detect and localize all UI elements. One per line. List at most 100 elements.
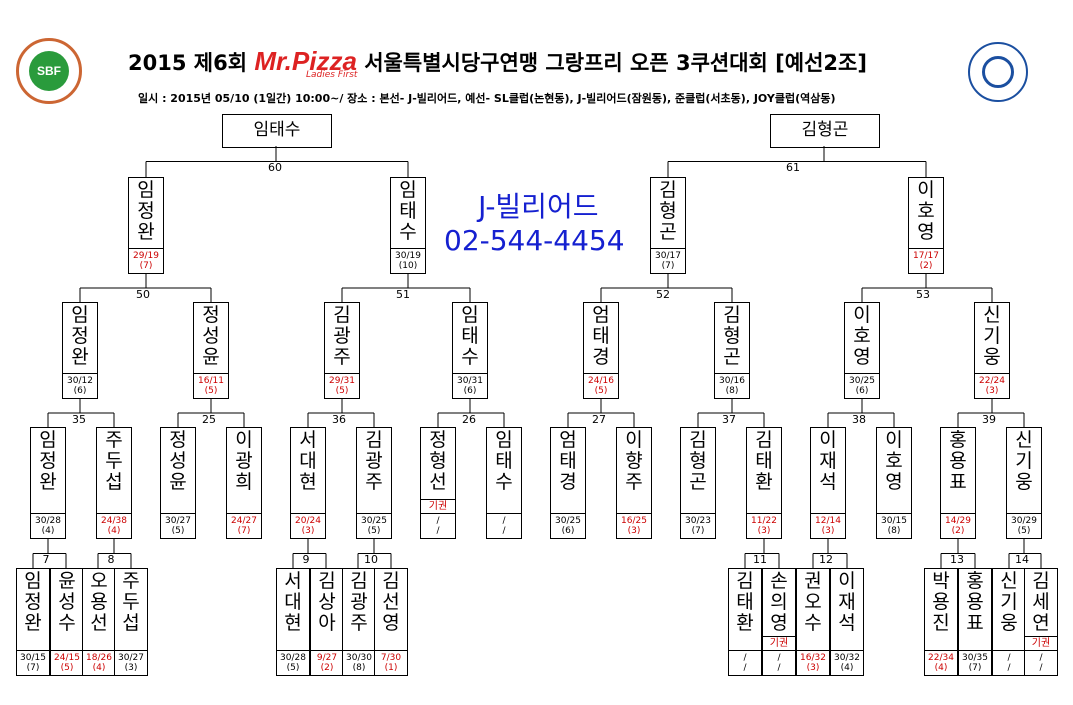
pizza-tagline: Ladies First: [306, 70, 358, 80]
player-score: 17/17(2): [909, 248, 943, 273]
player-score: //: [993, 650, 1025, 675]
match-number: 9: [302, 553, 310, 566]
player-score: 30/29(5): [1007, 513, 1041, 538]
player-score: 16/32(3): [797, 650, 829, 675]
player-score: 24/15(5): [51, 650, 83, 675]
player-score: 12/14(3): [811, 513, 845, 538]
match-number: 12: [819, 553, 833, 566]
player-score: 14/29(2): [941, 513, 975, 538]
match-number: 39: [982, 413, 996, 426]
match-number: 60: [268, 161, 282, 174]
player-score: 30/15(7): [17, 650, 49, 675]
finalist-box: 김형곤: [770, 114, 880, 148]
match-number: 51: [396, 288, 410, 301]
match-number: 50: [136, 288, 150, 301]
player-score: 18/26(4): [83, 650, 115, 675]
match-number: 27: [592, 413, 606, 426]
player-score: 29/19(7): [129, 248, 163, 273]
player-score: 24/38(4): [97, 513, 131, 538]
event-info: 일시 : 2015년 05/10 (1일간) 10:00~/ 장소 : 본선- …: [138, 92, 836, 105]
player-score: 30/31(6): [453, 373, 487, 398]
title-main: 서울특별시당구연맹 그랑프리 오픈 3쿠션대회 [예선2조]: [364, 51, 867, 75]
player-score: 30/16(8): [715, 373, 749, 398]
sponsor-ad: J-빌리어드 02-544-4454: [444, 190, 625, 258]
finalist-box: 임태수: [222, 114, 332, 148]
player-score: 30/27(3): [115, 650, 147, 675]
player-score: 24/16(5): [584, 373, 618, 398]
player-score: 11/22(3): [747, 513, 781, 538]
player-score: //: [487, 513, 521, 538]
forfeit-label: 기권: [1025, 636, 1057, 651]
player-score: //: [421, 513, 455, 538]
player-score: 30/25(6): [551, 513, 585, 538]
match-number: 25: [202, 413, 216, 426]
player-score: //: [729, 650, 761, 675]
player-score: 7/30(1): [375, 650, 407, 675]
match-number: 61: [786, 161, 800, 174]
player-score: 30/12(6): [63, 373, 97, 398]
match-number: 11: [753, 553, 767, 566]
player-score: 30/15(8): [877, 513, 911, 538]
player-score: 30/19(10): [391, 248, 425, 273]
forfeit-label: 기권: [763, 636, 795, 651]
player-score: 30/28(5): [277, 650, 309, 675]
match-number: 38: [852, 413, 866, 426]
player-score: 30/23(7): [681, 513, 715, 538]
